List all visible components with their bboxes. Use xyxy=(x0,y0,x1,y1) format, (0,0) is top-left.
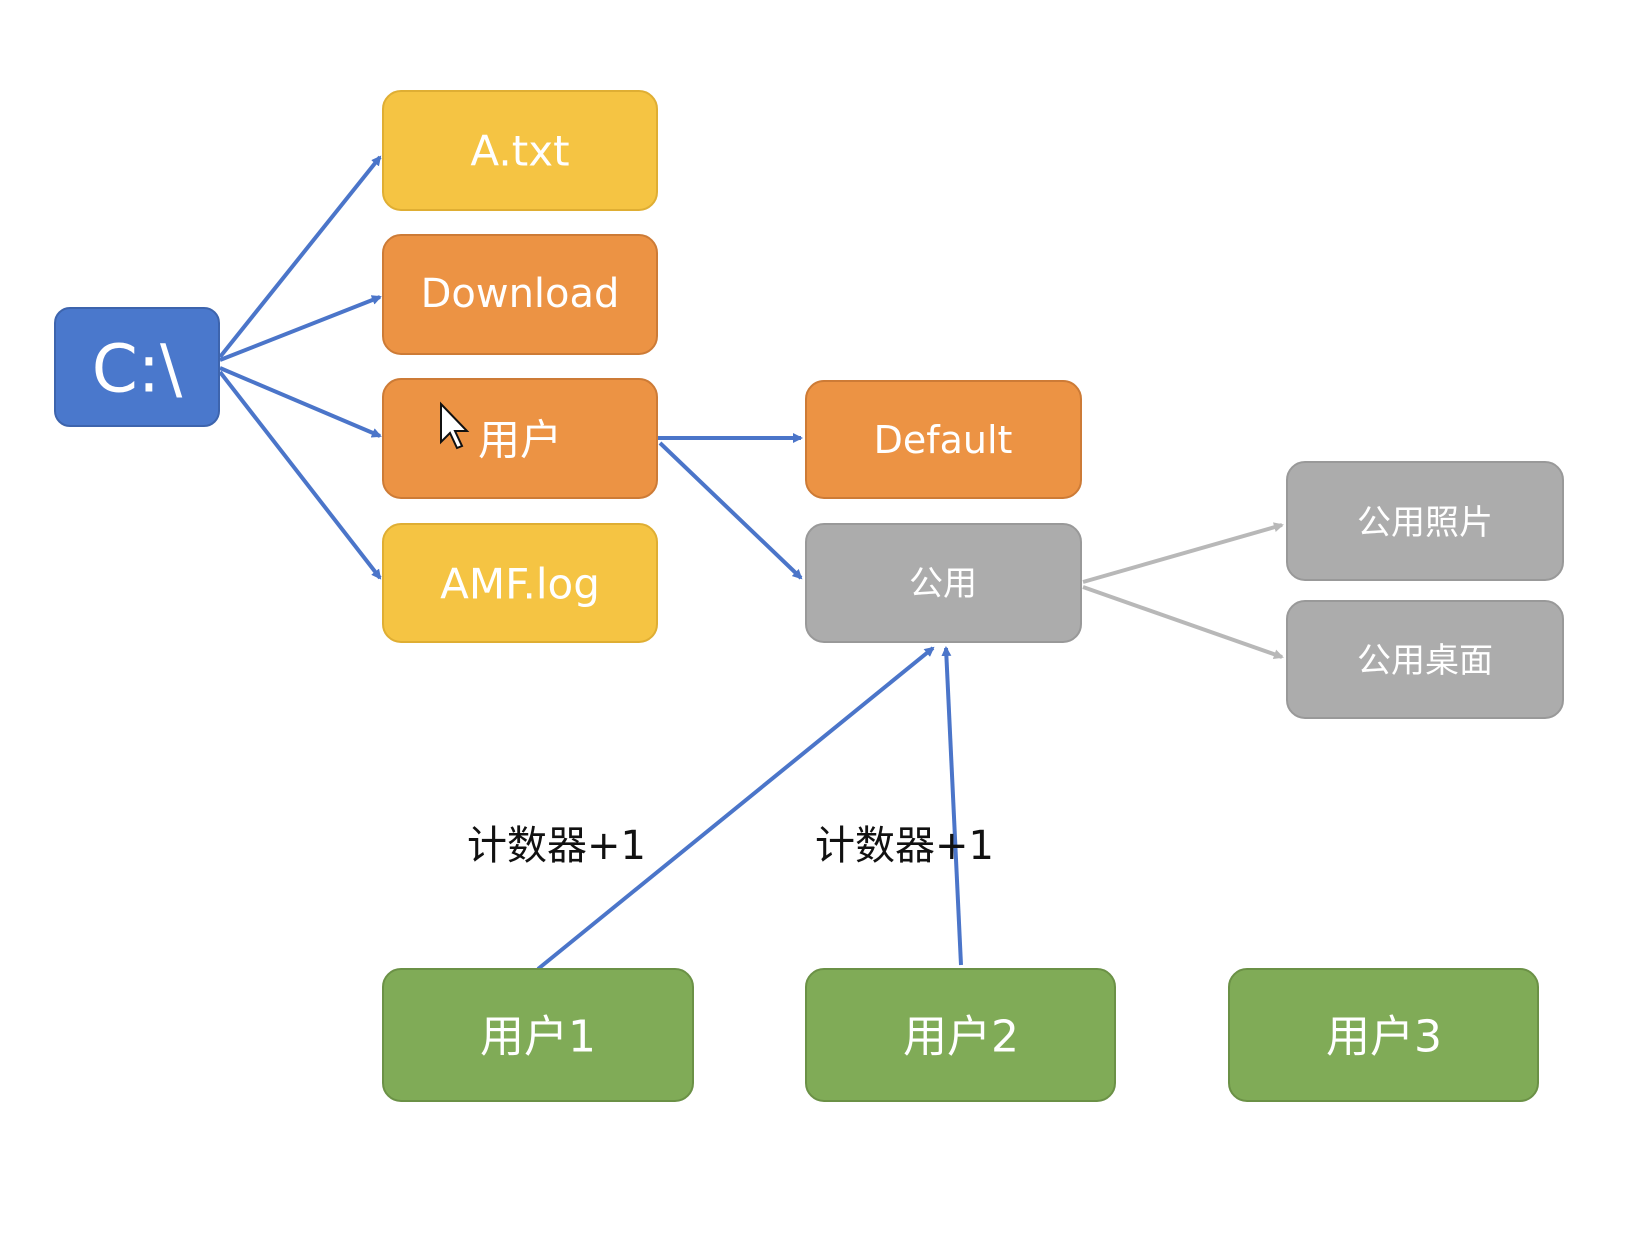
users-folder-label: 用户 xyxy=(478,416,562,465)
arrow-cursor-icon xyxy=(440,401,470,450)
public-desktop-node: 公用桌面 xyxy=(1286,600,1564,719)
download-label: Download xyxy=(421,271,620,317)
users-folder-node: 用户 xyxy=(382,378,658,499)
connectors xyxy=(218,155,1284,971)
counter-annotation-left: 计数器+1 xyxy=(467,823,646,869)
amf-log-label: AMF.log xyxy=(440,560,600,609)
public-desktop-label: 公用桌面 xyxy=(1357,641,1493,681)
arrow-root-to-download xyxy=(219,295,382,362)
counter-annotation-right: 计数器+1 xyxy=(815,823,994,869)
user2-label: 用户2 xyxy=(903,1012,1019,1063)
user3-label: 用户3 xyxy=(1326,1012,1442,1063)
arrow-root-to-users xyxy=(219,366,382,438)
arrow-public-to-photos xyxy=(1082,522,1284,584)
user2-node: 用户2 xyxy=(805,968,1116,1102)
arrow-root-to-amf-log xyxy=(218,370,382,580)
arrow-user1-to-public xyxy=(536,646,935,971)
public-label: 公用 xyxy=(909,564,977,604)
a-txt-node: A.txt xyxy=(382,90,658,211)
amf-log-node: AMF.log xyxy=(382,523,658,643)
arrow-user2-to-public xyxy=(941,646,963,966)
root-drive-node: C:\ xyxy=(54,307,220,427)
download-node: Download xyxy=(382,234,658,355)
public-photos-node: 公用照片 xyxy=(1286,461,1564,581)
default-node: Default xyxy=(805,380,1082,499)
user3-node: 用户3 xyxy=(1228,968,1539,1102)
a-txt-label: A.txt xyxy=(470,127,569,176)
arrow-users-to-public xyxy=(658,441,803,580)
user1-node: 用户1 xyxy=(382,968,694,1102)
default-label: Default xyxy=(874,418,1013,462)
public-node: 公用 xyxy=(805,523,1082,643)
user1-label: 用户1 xyxy=(480,1012,596,1063)
public-photos-label: 公用照片 xyxy=(1357,503,1493,543)
arrow-public-to-desktop xyxy=(1082,585,1284,660)
root-drive-label: C:\ xyxy=(92,331,183,408)
arrow-root-to-a-txt xyxy=(218,155,382,359)
